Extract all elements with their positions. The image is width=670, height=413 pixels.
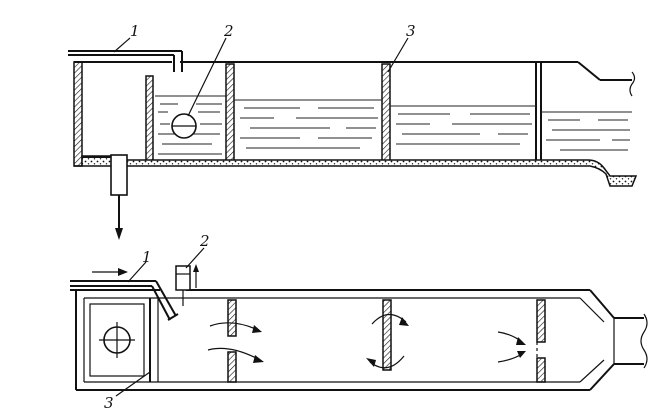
left-outer-wall — [73, 61, 83, 167]
partition-1 — [225, 63, 235, 165]
label-bottom-valve: 2 — [199, 232, 210, 250]
plan-valve — [175, 265, 191, 291]
label-bottom-partition: 3 — [104, 394, 114, 412]
plan-outlet-taper-inner-bottom — [579, 359, 605, 383]
leader-float-top — [187, 37, 227, 117]
water-compartment-1 — [155, 95, 226, 155]
outlet-break-line — [629, 71, 636, 97]
plan-partition-2 — [382, 299, 392, 371]
water-compartment-3 — [390, 105, 536, 145]
plan-view: 1 2 3 — [70, 232, 648, 412]
drain-arrow-head — [115, 228, 123, 240]
water-compartment-2 — [234, 99, 382, 149]
plan-partition-1-lower — [227, 351, 237, 383]
inlet-baffle — [145, 75, 154, 165]
leader-pipe-bottom — [127, 261, 147, 283]
leader-pipe-top — [113, 37, 131, 53]
label-top-float: 2 — [223, 22, 234, 40]
plan-flow-arrows — [207, 313, 526, 369]
leader-valve-bottom — [185, 247, 205, 269]
label-top-partition: 3 — [406, 22, 416, 40]
plan-inlet-pipe-bend — [155, 280, 177, 317]
leader-partition-bottom — [115, 371, 151, 397]
plan-inflow-arrow-head — [118, 268, 128, 276]
plan-inlet-pipe-bend-inner — [151, 285, 171, 321]
plan-outlet-taper-top — [589, 289, 615, 319]
label-top-pipe: 1 — [130, 22, 140, 40]
leader-partition-top — [387, 37, 409, 73]
outlet-flare-top — [577, 61, 601, 81]
plan-outlet-taper-bottom — [589, 363, 615, 391]
plan-valve-arrow-head — [193, 264, 199, 272]
plan-inlet-pipe-end — [167, 313, 179, 321]
partition-2 — [381, 63, 391, 165]
plan-outlet-break-line — [640, 313, 648, 369]
plan-partition-3-upper — [536, 299, 546, 343]
label-bottom-pipe: 1 — [142, 248, 152, 266]
section-view: 1 2 3 — [68, 22, 638, 240]
plan-outlet-taper-inner-top — [579, 297, 605, 323]
plan-partition-1-upper — [227, 299, 237, 337]
tank-floor-slab — [74, 155, 638, 187]
plan-partition-3-lower — [536, 357, 546, 383]
plan-sump — [89, 303, 145, 377]
water-compartment-4 — [541, 111, 632, 151]
drain-pipe — [110, 154, 128, 196]
